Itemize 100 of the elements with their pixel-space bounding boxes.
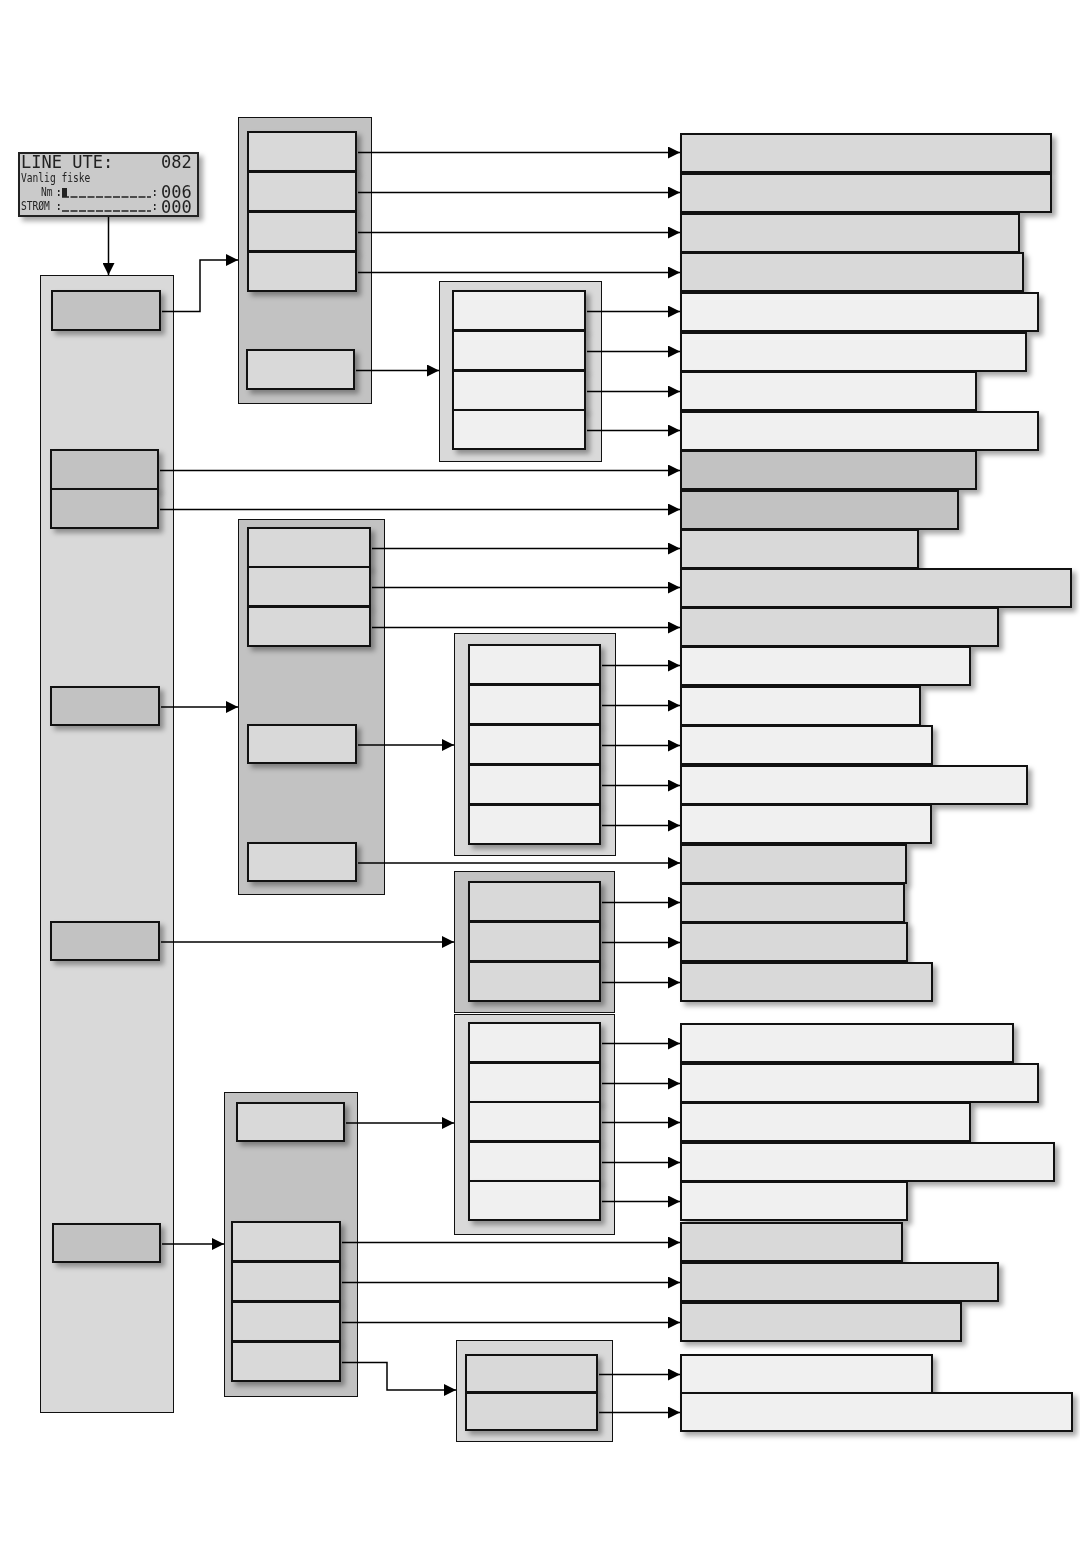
menu-box (40, 275, 174, 1413)
arrow (598, 1406, 681, 1419)
arrow (601, 896, 681, 909)
menu-box (231, 1301, 341, 1342)
display-text: Nm (41, 186, 53, 198)
menu-box (51, 290, 161, 331)
menu-bar (680, 1222, 903, 1262)
arrow (371, 621, 681, 634)
arrow (161, 254, 239, 313)
menu-bar (680, 607, 999, 647)
menu-bar (680, 213, 1020, 253)
menu-box (247, 131, 357, 172)
menu-bar (680, 1302, 962, 1342)
menu-box (468, 804, 601, 845)
arrow (355, 364, 440, 377)
arrow (357, 739, 455, 751)
menu-bar (680, 1102, 971, 1142)
menu-bar (680, 332, 1027, 372)
arrow (601, 779, 681, 792)
menu-bar (680, 686, 921, 726)
menu-bar (680, 1392, 1073, 1432)
display-text: 006 (161, 184, 192, 201)
menu-bar (680, 292, 1039, 332)
menu-box (50, 488, 159, 529)
menu-bar (680, 490, 959, 530)
menu-box (452, 290, 586, 331)
display-text: 082 (161, 154, 192, 171)
menu-box (231, 1341, 341, 1382)
menu-bar (680, 450, 977, 490)
menu-box (454, 871, 615, 1013)
arrow (601, 976, 681, 989)
lcd-display (18, 152, 199, 217)
menu-box (50, 921, 160, 961)
menu-bar (680, 411, 1039, 451)
menu-box (468, 1141, 601, 1182)
menu-bar (680, 883, 905, 923)
arrow (357, 266, 681, 279)
arrow (161, 1238, 225, 1250)
menu-box (452, 370, 586, 411)
arrow (371, 542, 681, 555)
arrow (159, 503, 681, 516)
menu-box (439, 281, 602, 462)
arrow (601, 1116, 681, 1129)
menu-box (50, 449, 159, 490)
menu-box (247, 171, 357, 212)
menu-box (236, 1102, 345, 1142)
arrow (601, 699, 681, 712)
arrow (160, 701, 239, 713)
menu-box (456, 1340, 613, 1442)
menu-bar (680, 725, 933, 765)
menu-box (468, 1180, 601, 1221)
arrow (341, 1361, 457, 1396)
menu-box (50, 686, 160, 726)
menu-box (468, 644, 601, 685)
arrow (586, 424, 681, 437)
menu-box (238, 519, 385, 895)
arrow (357, 857, 681, 869)
display-text: 000 (161, 199, 192, 216)
menu-bar (680, 1181, 908, 1221)
menu-box (247, 251, 357, 292)
menu-box (247, 606, 371, 647)
menu-box (468, 881, 601, 922)
menu-box (468, 1101, 601, 1142)
arrow (102, 216, 115, 276)
menu-bar (680, 529, 919, 569)
menu-bar (680, 804, 932, 844)
menu-bar (680, 1142, 1055, 1182)
menu-box (468, 764, 601, 805)
menu-bar (680, 133, 1052, 173)
menu-bar (680, 962, 933, 1002)
menu-box (454, 1014, 615, 1235)
arrow (357, 226, 681, 239)
arrow (601, 1037, 681, 1050)
menu-bar (680, 1354, 933, 1394)
arrow (601, 1156, 681, 1169)
arrow (601, 659, 681, 672)
menu-bar (680, 371, 977, 411)
menu-box (247, 724, 357, 764)
menu-box (52, 1223, 161, 1263)
menu-box (238, 117, 372, 404)
arrow (601, 936, 681, 949)
menu-box (247, 566, 371, 607)
menu-box (468, 1022, 601, 1063)
menu-box (468, 1062, 601, 1103)
arrow (601, 1077, 681, 1090)
arrow (601, 739, 681, 752)
menu-box (247, 211, 357, 252)
arrow (586, 305, 681, 318)
menu-box (452, 409, 586, 450)
arrow (601, 819, 681, 832)
arrow (341, 1276, 681, 1289)
arrow (601, 1195, 681, 1208)
display-text: LINE UTE: (21, 154, 114, 171)
menu-bar (680, 765, 1028, 805)
menu-box (452, 330, 586, 371)
menu-box (465, 1354, 598, 1393)
display-text: STRØM (21, 200, 50, 212)
menu-box (231, 1221, 341, 1262)
menu-box (468, 961, 601, 1002)
menu-bar (680, 1023, 1014, 1063)
